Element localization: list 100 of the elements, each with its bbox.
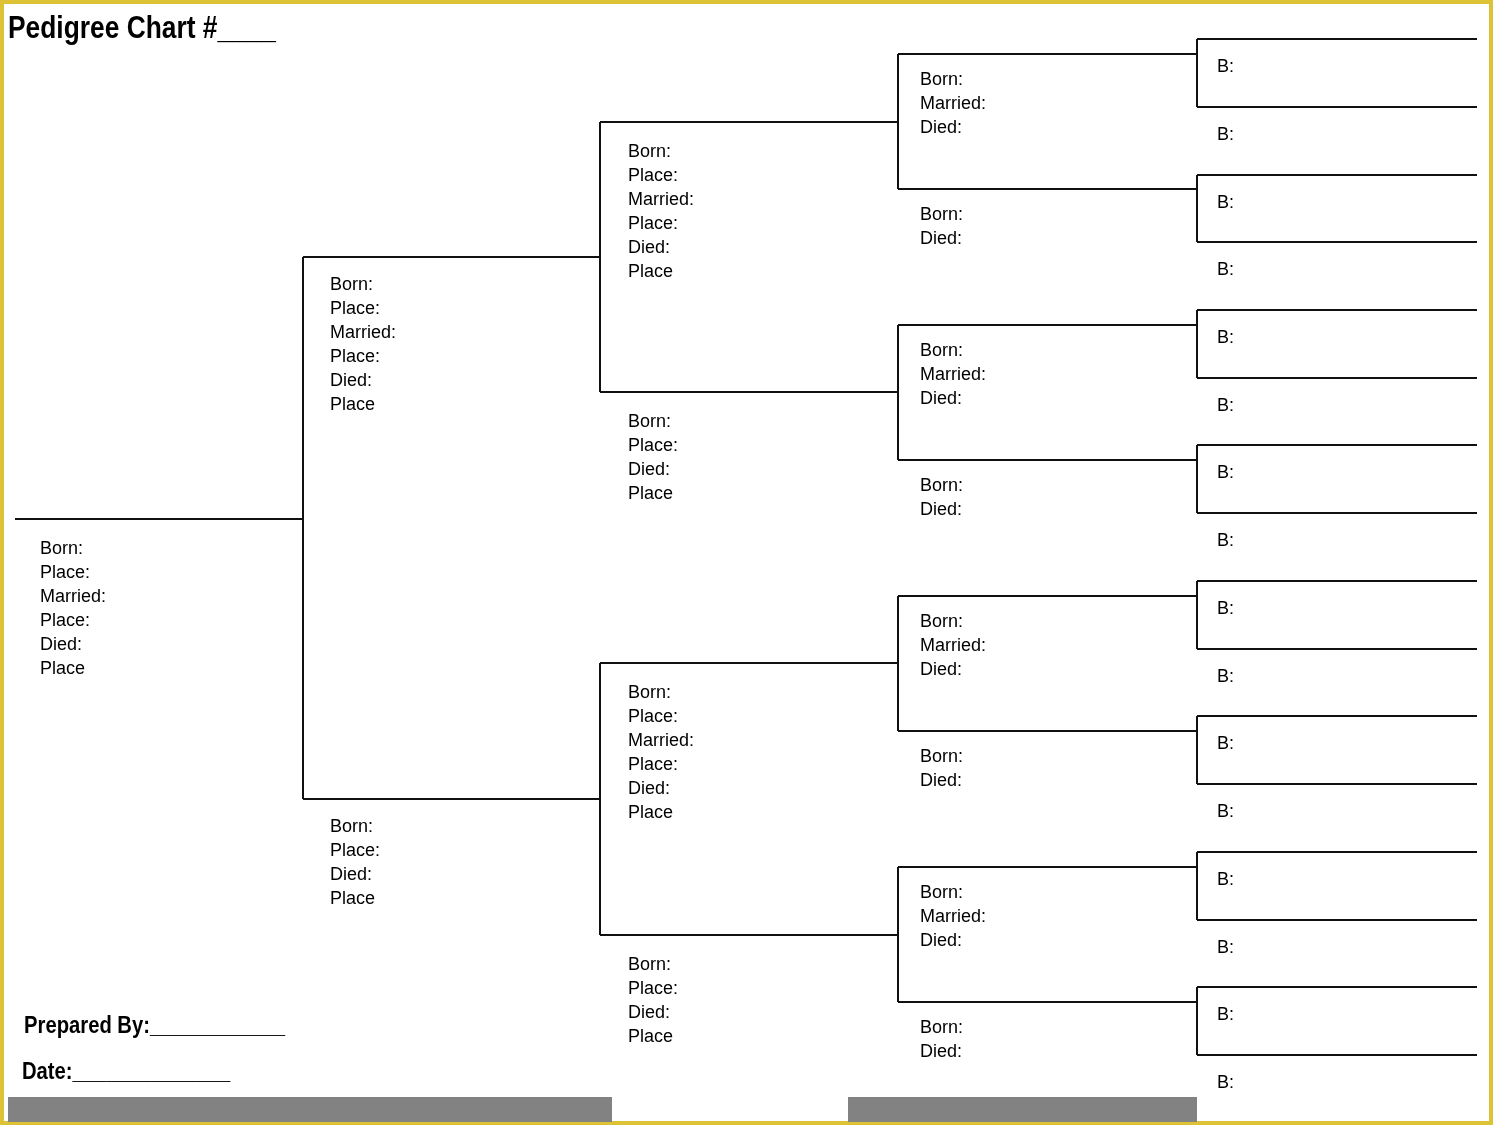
field-label: Died: <box>920 116 963 139</box>
connector-line <box>897 934 899 1003</box>
connector-line <box>1196 866 1198 921</box>
field-label: Place: <box>40 561 91 584</box>
field-label: Place: <box>628 705 679 728</box>
field-label: Born: <box>920 339 964 362</box>
connector-line <box>1196 986 1198 1003</box>
field-label: Died: <box>40 633 83 656</box>
field-label: Born: <box>920 474 964 497</box>
field-label: B: <box>1217 936 1234 959</box>
field-label: Died: <box>920 227 963 250</box>
field-label: Born: <box>628 681 672 704</box>
field-label: Married: <box>920 905 986 928</box>
connector-line <box>302 518 304 800</box>
field-label: Died: <box>628 458 671 481</box>
field-label: Died: <box>330 863 373 886</box>
connector-line <box>897 324 899 393</box>
connector-line <box>1196 595 1198 650</box>
connector-line <box>599 798 601 936</box>
connector-line <box>897 662 899 732</box>
field-label: B: <box>1217 394 1234 417</box>
field-label: Place: <box>628 753 679 776</box>
field-label: B: <box>1217 1003 1234 1026</box>
field-label: Married: <box>920 92 986 115</box>
connector-line <box>1196 580 1198 597</box>
connector-line <box>897 391 899 461</box>
field-label: Married: <box>628 729 694 752</box>
field-label: Married: <box>330 321 396 344</box>
field-label: Place: <box>628 164 679 187</box>
field-label: Place: <box>330 297 381 320</box>
field-label: Born: <box>920 68 964 91</box>
field-label: Died: <box>920 1040 963 1063</box>
connector-line <box>599 121 601 258</box>
field-label: B: <box>1217 732 1234 755</box>
connector-line <box>1196 459 1198 514</box>
field-label: Married: <box>920 634 986 657</box>
field-label: B: <box>1217 868 1234 891</box>
connector-line <box>599 256 601 393</box>
form-field-label: Date:______________ <box>22 1058 231 1085</box>
field-label: B: <box>1217 326 1234 349</box>
connector-line <box>1196 730 1198 785</box>
connector-line <box>1196 324 1198 379</box>
field-label: Place <box>330 393 376 416</box>
field-label: Died: <box>330 369 373 392</box>
field-label: Died: <box>628 777 671 800</box>
field-label: Born: <box>330 273 374 296</box>
field-label: B: <box>1217 258 1234 281</box>
field-label: Place: <box>330 345 381 368</box>
connector-line <box>1196 715 1198 732</box>
connector-line <box>1196 444 1198 461</box>
field-label: Died: <box>920 769 963 792</box>
field-label: Place: <box>628 977 679 1000</box>
field-label: Born: <box>628 953 672 976</box>
connector-line <box>1196 851 1198 868</box>
field-label: Born: <box>330 815 374 838</box>
field-label: B: <box>1217 191 1234 214</box>
field-label: Place <box>628 1025 674 1048</box>
field-label: Died: <box>628 236 671 259</box>
connector-line <box>897 121 899 190</box>
field-label: Died: <box>920 498 963 521</box>
field-label: B: <box>1217 1071 1234 1094</box>
field-label: Place: <box>330 839 381 862</box>
field-label: Born: <box>920 610 964 633</box>
field-label: Married: <box>40 585 106 608</box>
field-label: B: <box>1217 461 1234 484</box>
field-label: B: <box>1217 665 1234 688</box>
connector-line <box>599 662 601 800</box>
field-label: Born: <box>40 537 84 560</box>
field-label: Place <box>330 887 376 910</box>
field-label: Place: <box>40 609 91 632</box>
field-label: B: <box>1217 529 1234 552</box>
field-label: Born: <box>920 745 964 768</box>
connector-line <box>1196 188 1198 243</box>
connector-line <box>1196 309 1198 326</box>
field-label: Died: <box>920 929 963 952</box>
field-label: Died: <box>628 1001 671 1024</box>
field-label: Place <box>628 260 674 283</box>
field-label: Married: <box>920 363 986 386</box>
connector-line <box>1196 1001 1198 1056</box>
field-label: Born: <box>920 881 964 904</box>
connector-line <box>1196 53 1198 108</box>
field-label: B: <box>1217 123 1234 146</box>
field-label: Born: <box>920 1016 964 1039</box>
field-label: B: <box>1217 55 1234 78</box>
field-label: Born: <box>920 203 964 226</box>
connector-line <box>897 53 899 123</box>
connector-line <box>1196 174 1198 190</box>
field-label: B: <box>1217 800 1234 823</box>
field-label: Died: <box>920 387 963 410</box>
field-label: Place <box>40 657 86 680</box>
field-label: Died: <box>920 658 963 681</box>
field-label: Place <box>628 801 674 824</box>
connector-line <box>302 256 304 520</box>
field-label: Born: <box>628 140 672 163</box>
field-label: B: <box>1217 597 1234 620</box>
connector-line <box>897 595 899 664</box>
connector-line <box>1196 38 1198 55</box>
field-label: Place: <box>628 434 679 457</box>
connector-line <box>897 866 899 936</box>
field-label: Place <box>628 482 674 505</box>
